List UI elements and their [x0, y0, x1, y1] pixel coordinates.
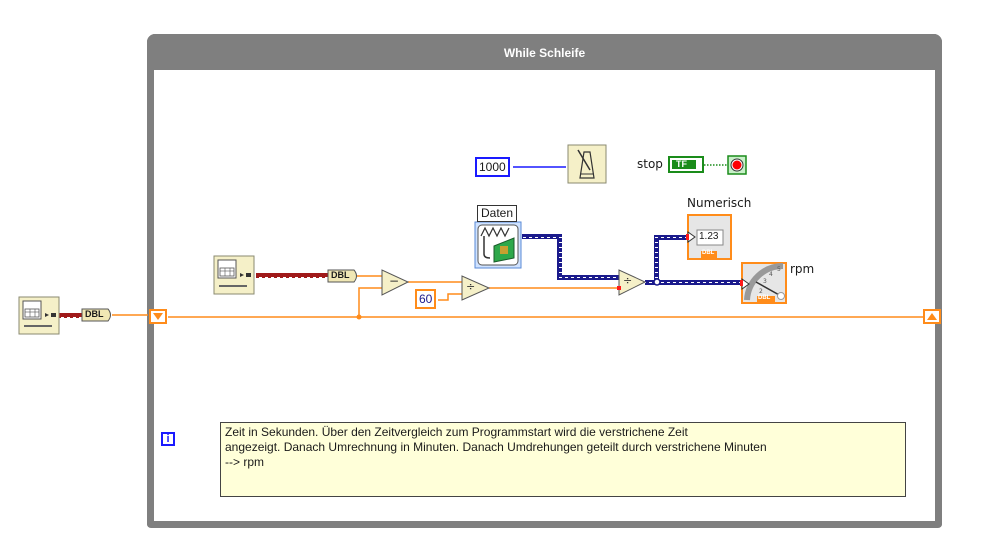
gauge-indicator-label: rpm: [790, 262, 815, 276]
shift-register-left[interactable]: [149, 309, 167, 324]
wire-rpm-to-numeric-h[interactable]: [654, 235, 688, 240]
comment-line-1: Zeit in Sekunden. Über den Zeitvergleich…: [225, 425, 688, 439]
daq-label: Daten: [477, 205, 518, 222]
dbl-type-label-outer: DBL: [85, 309, 104, 319]
numeric-display-value: 1.23: [699, 231, 719, 242]
gauge-type-label: DBL: [758, 295, 771, 301]
wire-start-to-subtract[interactable]: [358, 287, 382, 317]
dbl-conversion-outer[interactable]: [81, 308, 111, 322]
gauge-tick-5: 5: [777, 266, 781, 273]
wire-daq-v[interactable]: [557, 234, 562, 278]
tick-count-outer[interactable]: [18, 296, 60, 335]
comment-line-3: --> rpm: [225, 455, 264, 469]
numeric-indicator-label: Numerisch: [687, 196, 752, 210]
stop-type-label: TF: [676, 159, 687, 169]
constant-1000[interactable]: 1000: [475, 157, 510, 177]
constant-60[interactable]: 60: [415, 289, 437, 309]
gauge-tick-3: 3: [763, 278, 767, 285]
wait-until-next-ms-node[interactable]: [567, 144, 607, 184]
wire-rpm-to-gauge[interactable]: [657, 280, 742, 285]
wire-daq-h1[interactable]: [522, 234, 559, 239]
numeric-type-label: DBL: [702, 250, 715, 256]
dbl-conversion-inner[interactable]: [327, 269, 357, 283]
wire-rpm-to-numeric-v[interactable]: [654, 237, 659, 283]
comment-box[interactable]: Zeit in Sekunden. Über den Zeitvergleich…: [220, 422, 906, 497]
tick-count-inner[interactable]: [213, 255, 255, 295]
divide-node-rpm[interactable]: [617, 269, 647, 296]
shift-register-right[interactable]: [923, 309, 941, 324]
divide-symbol-minutes: ÷: [466, 280, 476, 293]
gauge-tick-4: 4: [769, 271, 773, 278]
iteration-terminal[interactable]: i: [161, 432, 175, 446]
numeric-indicator-terminal[interactable]: [686, 214, 732, 260]
wire-coercion-dot: [653, 278, 661, 286]
divide-node-minutes[interactable]: [461, 275, 491, 301]
daq-assistant-node[interactable]: [474, 221, 522, 269]
wire-timestamp-outer[interactable]: [57, 313, 83, 318]
wire-rpm-out[interactable]: [645, 280, 657, 285]
wire-const-60[interactable]: [438, 293, 462, 301]
divide-symbol-rpm: ÷: [623, 274, 633, 287]
stop-control-terminal[interactable]: [668, 156, 704, 173]
wire-timestamp-inner[interactable]: [256, 273, 328, 278]
gauge-indicator-terminal[interactable]: [740, 262, 787, 304]
wire-daq-h2[interactable]: [557, 275, 619, 280]
stop-condition-terminal[interactable]: [727, 155, 747, 175]
while-loop-title: While Schleife: [147, 34, 942, 70]
stop-label: stop: [637, 157, 663, 171]
comment-line-2: angezeigt. Danach Umrechnung in Minuten.…: [225, 440, 767, 454]
dbl-type-label-inner: DBL: [331, 270, 350, 280]
subtract-symbol: −: [389, 274, 400, 288]
gauge-tick-2: 2: [759, 288, 763, 295]
subtract-node[interactable]: [381, 269, 410, 296]
